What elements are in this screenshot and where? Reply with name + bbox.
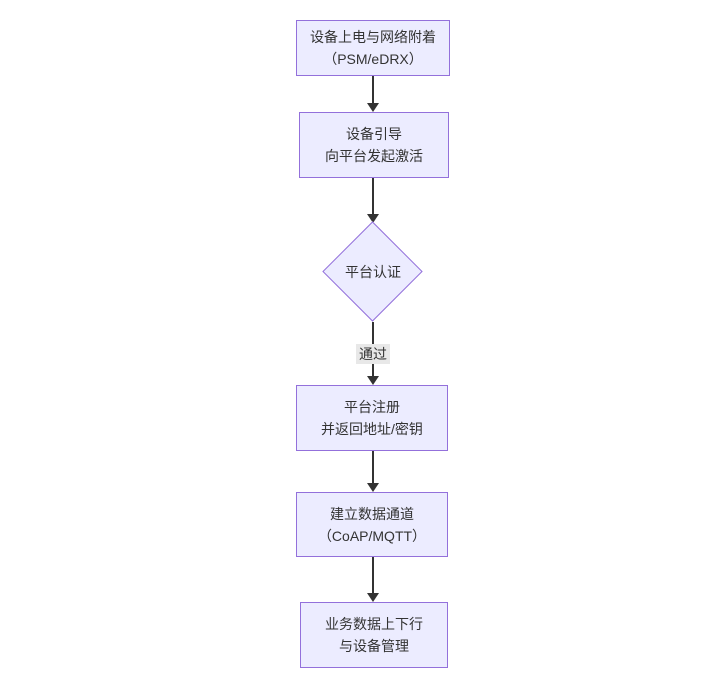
arrow-down-icon bbox=[367, 557, 379, 602]
node-label-line: （CoAP/MQTT） bbox=[317, 527, 427, 544]
node-label-line: 并返回地址/密钥 bbox=[321, 421, 423, 437]
node-label-line: 与设备管理 bbox=[339, 638, 409, 654]
node-bootstrap: 设备引导 向平台发起激活 bbox=[299, 112, 449, 178]
node-business-data: 业务数据上下行 与设备管理 bbox=[300, 602, 448, 668]
node-label-line: 设备上电与网络附着 bbox=[310, 29, 436, 45]
decision-label: 平台认证 bbox=[345, 264, 401, 280]
node-label-line: 平台注册 bbox=[344, 399, 400, 415]
node-data-channel: 建立数据通道 （CoAP/MQTT） bbox=[296, 492, 448, 557]
arrow-down-icon bbox=[367, 451, 379, 492]
node-power-attach: 设备上电与网络附着 （PSM/eDRX） bbox=[296, 20, 450, 76]
node-label-line: 建立数据通道 bbox=[330, 505, 414, 522]
arrow-down-icon bbox=[367, 76, 379, 112]
node-label-line: 业务数据上下行 bbox=[325, 616, 423, 632]
node-label-line: （PSM/eDRX） bbox=[323, 51, 423, 67]
edge-label-pass: 通过 bbox=[356, 344, 390, 364]
node-label-line: 设备引导 bbox=[346, 126, 402, 142]
node-register: 平台注册 并返回地址/密钥 bbox=[296, 385, 448, 451]
arrow-down-icon bbox=[367, 178, 379, 223]
decision-platform-auth: 平台认证 bbox=[322, 221, 424, 323]
node-label-line: 向平台发起激活 bbox=[325, 148, 423, 164]
